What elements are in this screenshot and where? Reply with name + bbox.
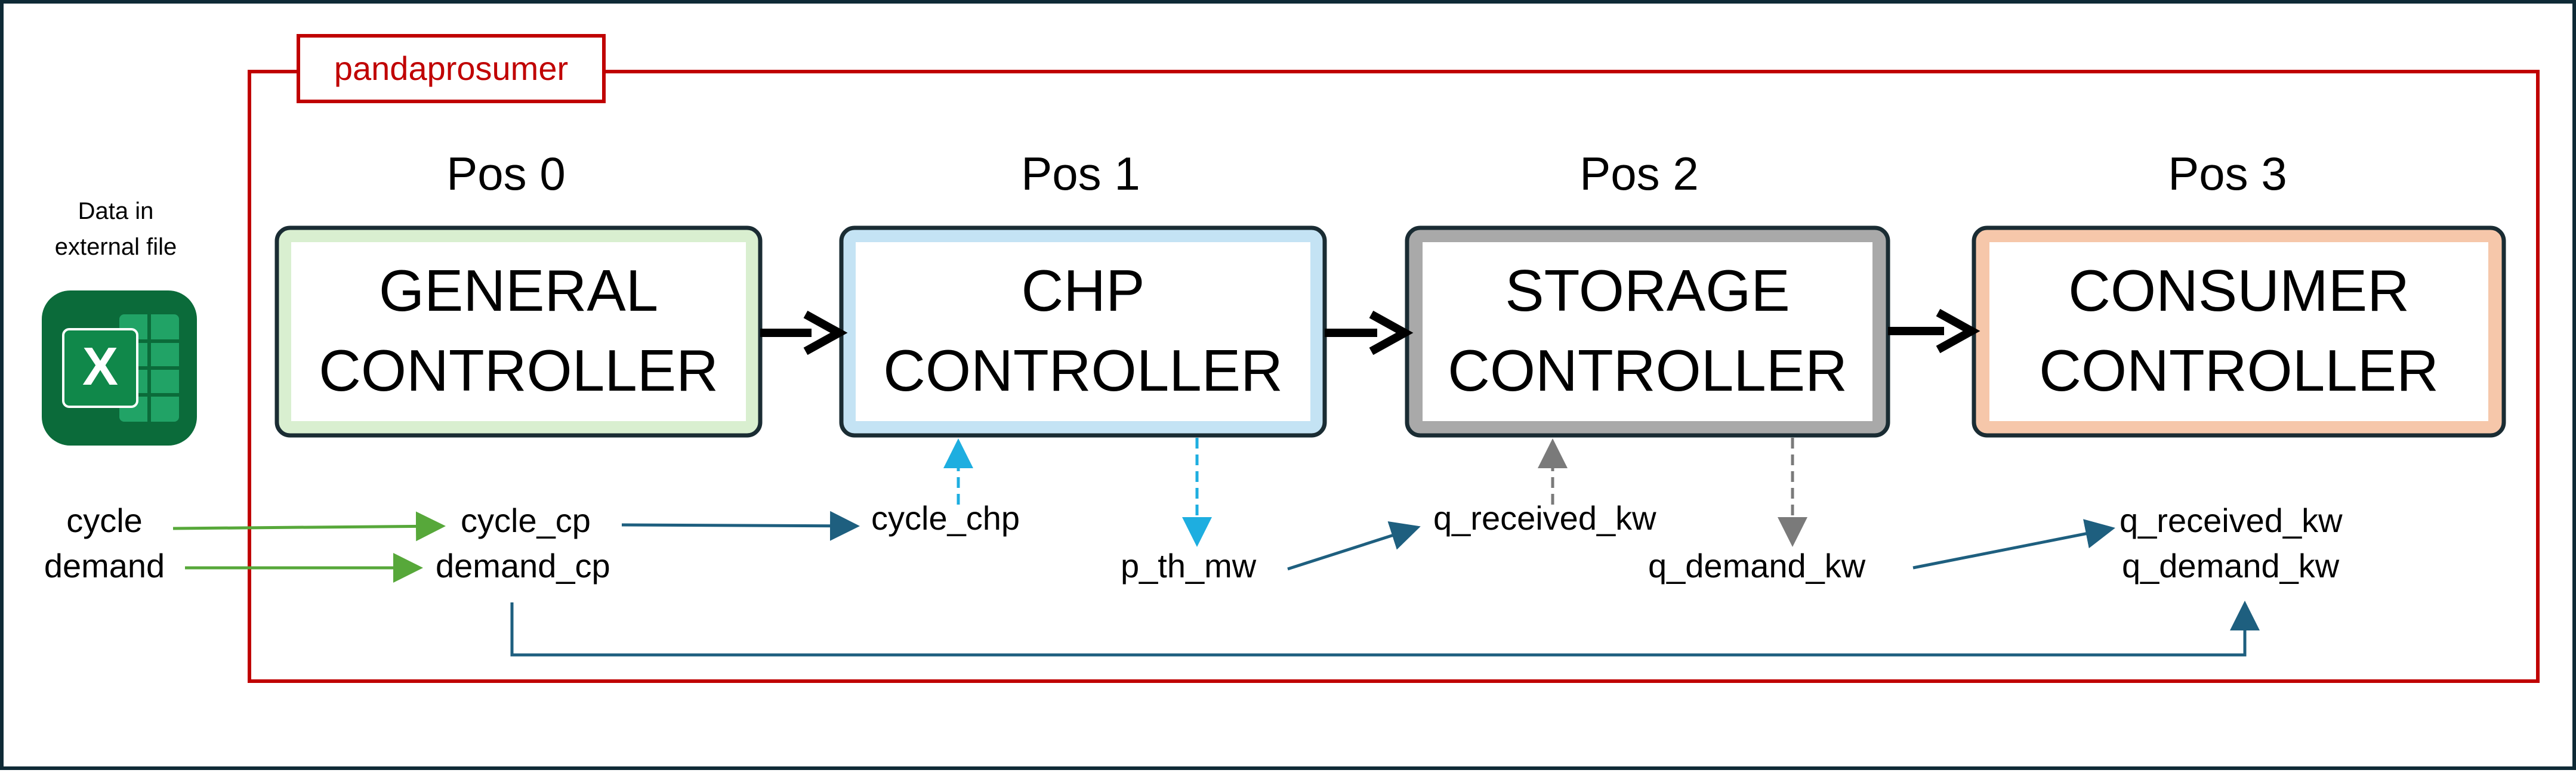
signal-cycle-cp: cycle_cp (461, 502, 591, 539)
signal-q-demand-kw-storage: q_demand_kw (1648, 547, 1866, 585)
chp-controller-title: CHP (1022, 258, 1145, 323)
signal-q-demand-kw-consumer: q_demand_kw (2122, 547, 2340, 585)
chp-controller-subtitle: CONTROLLER (883, 338, 1283, 403)
pos-3-label: Pos 3 (2168, 147, 2287, 200)
excel-icon: X (42, 290, 197, 446)
consumer-controller: Pos 3 CONSUMER CONTROLLER (1972, 147, 2506, 438)
arrow-q-demand-to-consumer (1912, 519, 2115, 570)
general-controller-inner (291, 242, 746, 421)
signal-p-th-mw: p_th_mw (1121, 547, 1257, 585)
arrow-cycle-cp-to-cycle-chp (621, 511, 860, 541)
arrow-demand-cp-to-consumer (510, 601, 2260, 657)
pos-1-label: Pos 1 (1021, 147, 1140, 200)
pos-2-label: Pos 2 (1579, 147, 1698, 200)
signal-demand: demand (44, 547, 165, 585)
storage-controller: Pos 2 STORAGE CONTROLLER (1405, 147, 1890, 438)
signal-cycle: cycle (66, 502, 143, 539)
chp-controller-inner (856, 242, 1310, 421)
signal-q-received-kw-storage: q_received_kw (1433, 499, 1656, 537)
consumer-controller-title: CONSUMER (2068, 258, 2410, 323)
pos-0-label: Pos 0 (446, 147, 565, 200)
signal-demand-cp: demand_cp (436, 547, 610, 585)
pandaprosumer-label: pandaprosumer (334, 50, 568, 87)
pandaprosumer-frame (248, 70, 2540, 683)
sequence-arrow-1-2 (1325, 310, 1414, 355)
signal-q-received-kw-consumer: q_received_kw (2120, 502, 2343, 539)
arrow-cycle-to-cycle-cp (172, 511, 446, 542)
pandaprosumer-label-box (297, 34, 606, 103)
general-controller: Pos 0 GENERAL CONTROLLER (274, 147, 763, 438)
consumer-controller-subtitle: CONTROLLER (2039, 338, 2439, 403)
sequence-arrows (760, 308, 1980, 355)
external-caption-line2: external file (55, 234, 177, 260)
storage-controller-inner (1423, 242, 1872, 421)
sequence-arrow-2-3 (1888, 308, 1980, 354)
external-caption-line1: Data in (78, 198, 154, 224)
consumer-controller-inner (1989, 242, 2488, 421)
general-controller-subtitle: CONTROLLER (319, 338, 718, 403)
chp-controller: Pos 1 CHP CONTROLLER (839, 147, 1327, 438)
general-controller-title: GENERAL (379, 258, 658, 323)
storage-controller-subtitle: CONTROLLER (1448, 338, 1847, 403)
storage-controller-title: STORAGE (1505, 258, 1790, 323)
signal-cycle-chp: cycle_chp (871, 499, 1020, 537)
sequence-arrow-0-1 (760, 310, 848, 355)
arrow-p-th-mw-to-q-received (1287, 521, 1421, 571)
svg-text:X: X (82, 337, 118, 397)
